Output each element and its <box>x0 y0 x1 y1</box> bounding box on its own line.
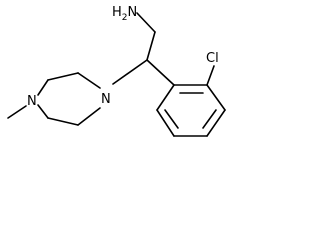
chemical-structure-diagram: H2N Cl N N <box>7 5 226 137</box>
phenyl-bond-3 <box>206 109 226 137</box>
phenyl-bond-6 <box>156 84 175 111</box>
bond-c-cl <box>206 65 215 86</box>
amine-label-h: H <box>112 5 122 20</box>
bond-n-ch2 <box>136 12 156 33</box>
bond-ch2-ch <box>146 31 156 61</box>
phenyl-bond-5 <box>156 109 175 137</box>
phenyl-double-bond-2 <box>202 109 217 129</box>
phenyl-double-bond-3 <box>164 109 179 129</box>
structure-canvas: H2N Cl N N <box>0 0 249 151</box>
piperazine-bond-5 <box>47 117 79 126</box>
piperazine-bond-3 <box>37 79 49 96</box>
chlorine-label: Cl <box>206 51 219 66</box>
amine-label-n: N <box>128 5 138 20</box>
amine-label: H2N <box>112 5 137 23</box>
phenyl-bond-2 <box>206 84 226 111</box>
piperazine-n-lower-label: N <box>27 94 37 109</box>
piperazine-bond-1 <box>77 72 101 89</box>
piperazine-n-upper-label: N <box>101 92 111 107</box>
piperazine-bond-4 <box>37 104 49 119</box>
bond-ch-piperazine-n <box>112 59 148 85</box>
piperazine-bond-6 <box>77 107 101 126</box>
bond-ch-phenyl <box>146 59 175 86</box>
amine-label-subscript: 2 <box>122 13 128 23</box>
piperazine-bond-2 <box>47 72 79 81</box>
bond-n-methyl <box>7 105 27 119</box>
